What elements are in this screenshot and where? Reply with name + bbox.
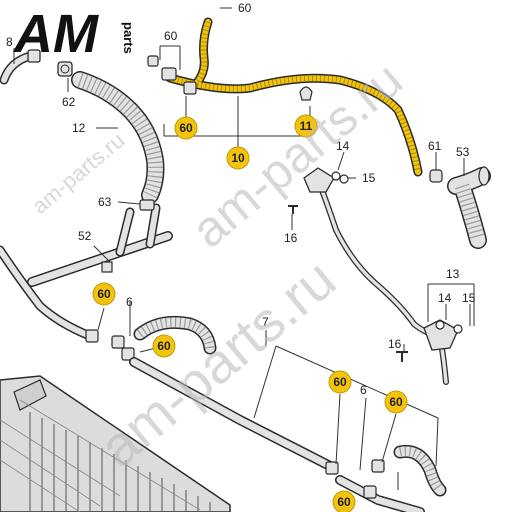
label-53: 53 — [456, 145, 470, 159]
label-12: 12 — [72, 121, 86, 135]
label-7: 7 — [262, 315, 269, 329]
callout-60-f: 60 — [332, 490, 356, 512]
label-15-top: 15 — [362, 171, 376, 185]
callout-10-text: 10 — [231, 151, 245, 165]
hose-12 — [71, 71, 165, 204]
callout-60-b-text: 60 — [97, 287, 111, 301]
callout-60-c: 60 — [152, 334, 176, 358]
label-6-right: 6 — [360, 383, 367, 397]
label-60-top: 60 — [238, 1, 252, 15]
logo-brand: AM — [12, 4, 99, 64]
pipe-52 — [27, 199, 173, 287]
logo-suffix: parts — [121, 22, 136, 54]
callout-60-e: 60 — [384, 390, 408, 414]
callout-60-a-text: 60 — [179, 121, 193, 135]
watermark-small: am-parts.ru — [27, 127, 129, 218]
pipe-long — [288, 167, 463, 385]
hose-left-lower — [0, 245, 99, 343]
hose-10 — [147, 17, 423, 177]
label-8: 8 — [6, 35, 13, 49]
callout-60-d: 60 — [328, 370, 352, 394]
clip-62 — [57, 61, 73, 77]
label-61: 61 — [428, 139, 442, 153]
callout-11-text: 11 — [300, 119, 313, 133]
callout-60-d-text: 60 — [333, 375, 347, 389]
label-13: 13 — [446, 267, 460, 281]
hose-7 — [129, 357, 339, 475]
label-60-mid: 60 — [164, 29, 178, 43]
hose-6-lower — [335, 444, 447, 512]
label-14-right: 14 — [438, 291, 452, 305]
callout-60-e-text: 60 — [389, 395, 403, 409]
callout-10: 10 — [226, 146, 250, 170]
leader-lines — [13, 7, 475, 490]
watermark-large: am-parts.ru — [87, 247, 347, 479]
callout-60-f-text: 60 — [337, 495, 351, 509]
label-63: 63 — [98, 195, 112, 209]
label-14-top: 14 — [336, 139, 350, 153]
hose-6-mid — [111, 315, 217, 361]
callout-60-a: 60 — [174, 116, 198, 140]
label-16-top: 16 — [284, 231, 298, 245]
callout-60-b: 60 — [92, 282, 116, 306]
label-16-right: 16 — [388, 337, 402, 351]
logo: AM parts — [12, 4, 136, 64]
label-6-left: 6 — [126, 295, 133, 309]
label-62: 62 — [62, 95, 76, 109]
hose-8 — [0, 49, 41, 85]
hose-53 — [429, 166, 491, 249]
label-15-right: 15 — [462, 291, 476, 305]
callout-60-c-text: 60 — [157, 339, 171, 353]
label-52: 52 — [78, 229, 92, 243]
radiator — [0, 375, 231, 512]
callout-11: 11 — [294, 114, 318, 138]
